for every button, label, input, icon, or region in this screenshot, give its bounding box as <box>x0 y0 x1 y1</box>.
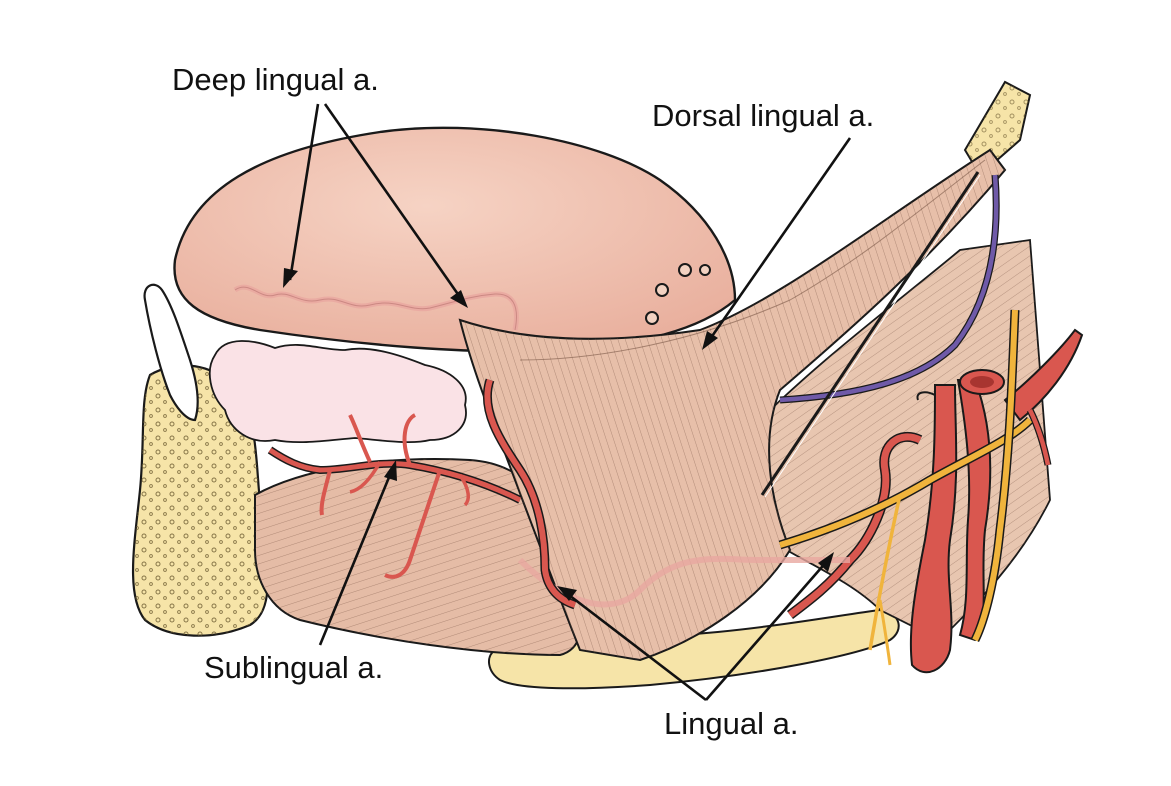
lingual-artery-label: Lingual a. <box>664 706 799 741</box>
sublingual-gland <box>208 340 467 444</box>
carotid-artery <box>909 328 1084 674</box>
deep-lingual-artery-label: Deep lingual a. <box>172 62 379 97</box>
pointer-lingual-1 <box>557 586 707 702</box>
pointer-deep-lingual-2 <box>323 103 468 308</box>
incisor-tooth <box>143 283 199 422</box>
dorsal-lingual-artery-label: Dorsal lingual a. <box>652 98 875 133</box>
stylohyoid-ligament <box>760 171 981 498</box>
pointer-sublingual <box>318 460 397 646</box>
hypoglossal-nerve <box>778 309 1034 666</box>
mandible-bone <box>131 364 269 637</box>
pointer-dorsal-lingual <box>702 137 852 350</box>
lingual-artery <box>482 378 923 619</box>
pointer-lingual-2 <box>705 552 834 701</box>
lingual-vein <box>779 174 1000 404</box>
tongue-dorsum <box>173 126 737 353</box>
sublingual-artery-label: Sublingual a. <box>204 650 384 685</box>
pointer-deep-lingual-1 <box>283 103 320 288</box>
hyoglossus-muscle <box>458 148 1007 662</box>
sublingual-artery <box>267 413 522 579</box>
